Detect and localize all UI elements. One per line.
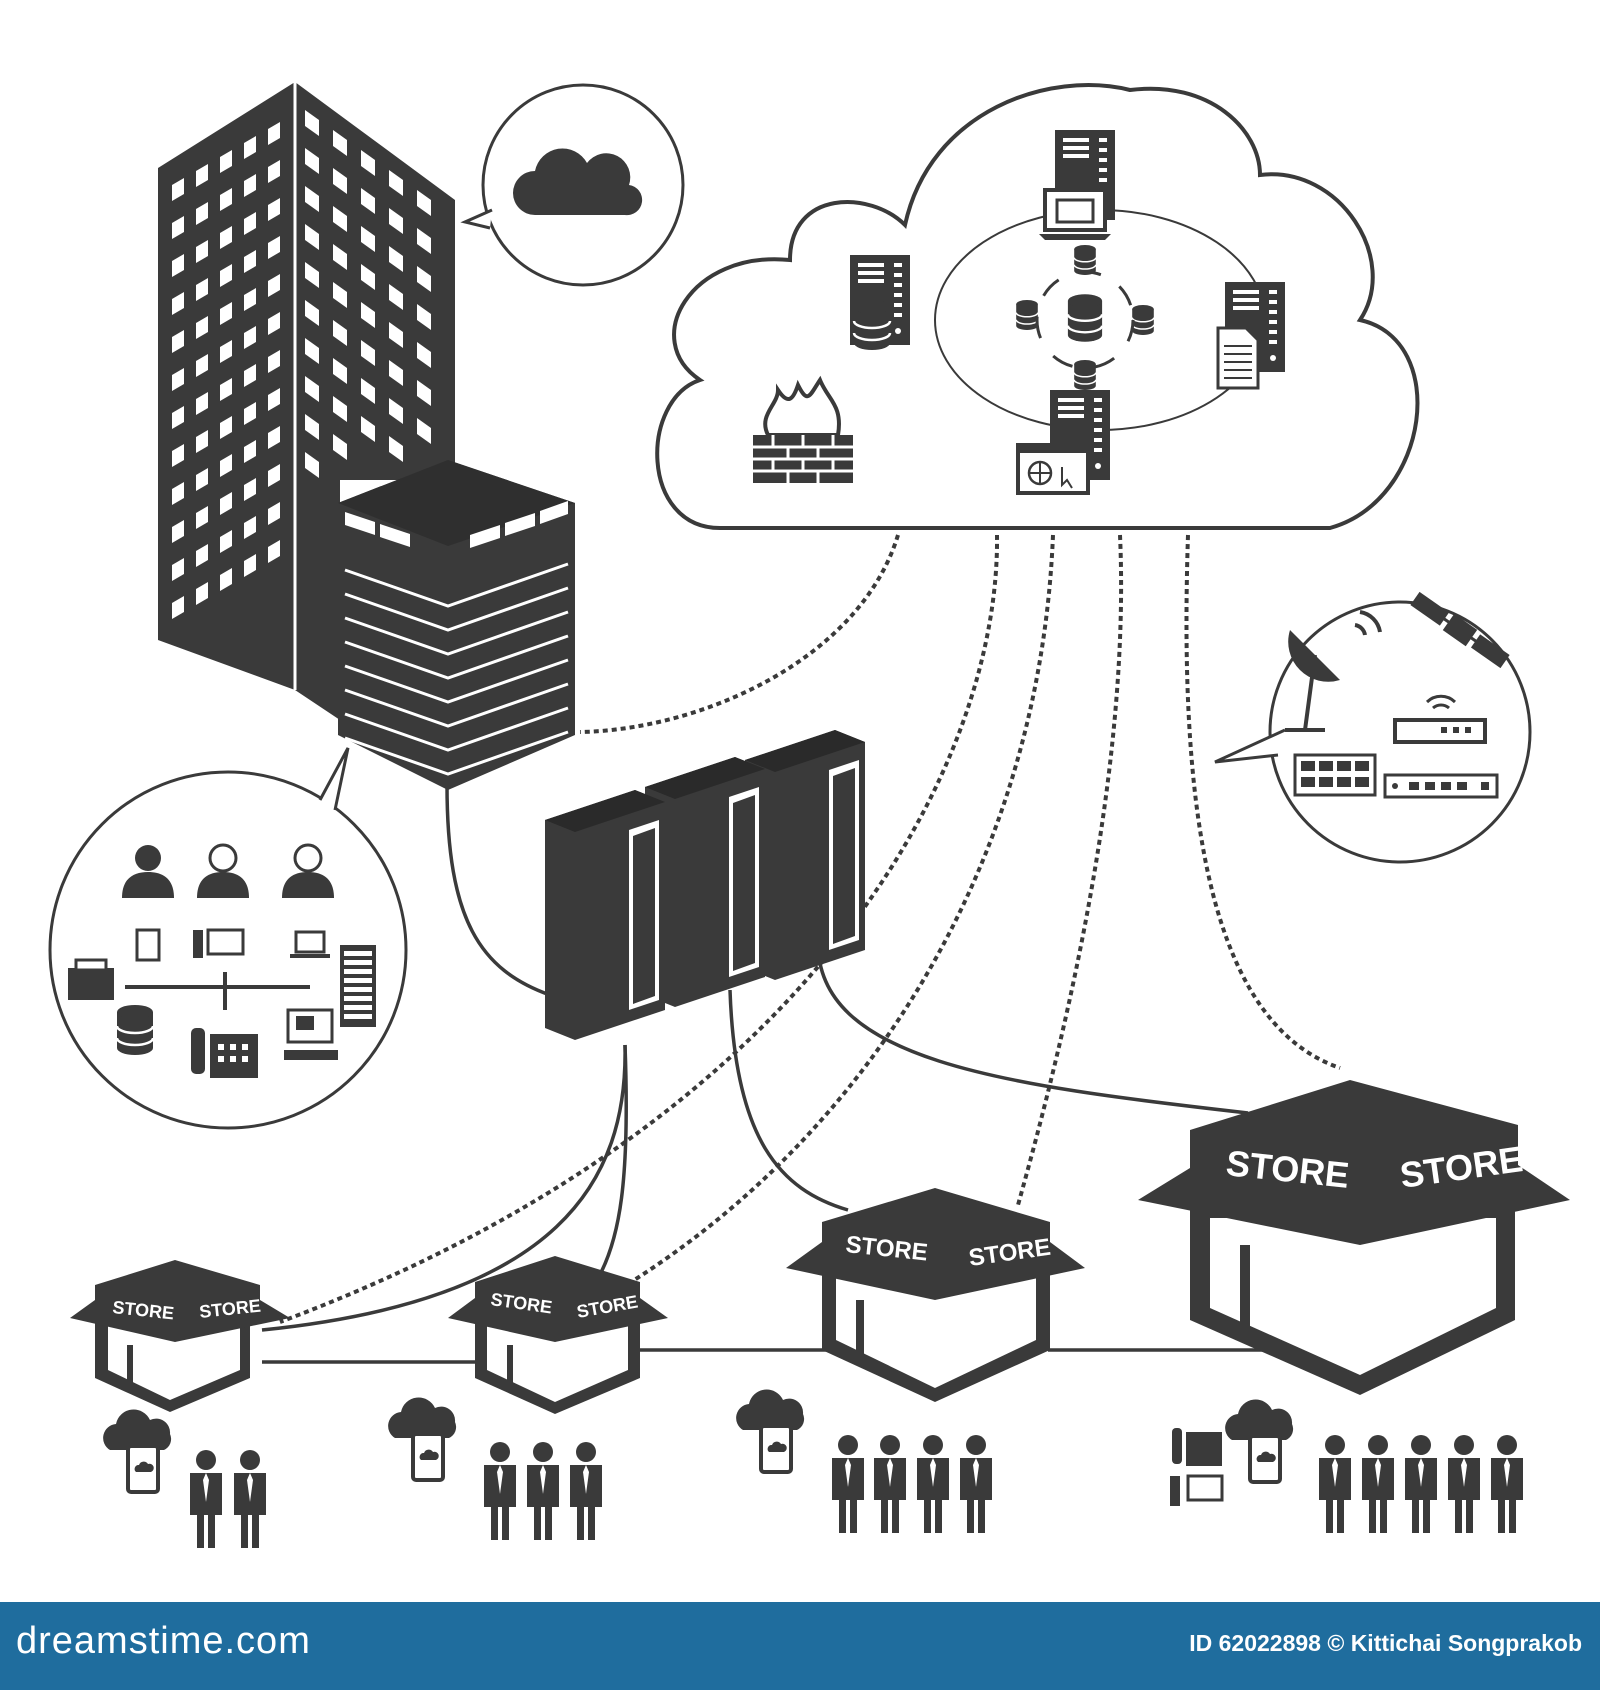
wifi-router-icon <box>1393 694 1487 744</box>
desktop-icon <box>193 928 245 958</box>
server-rack-icon <box>340 945 376 1027</box>
database-icon <box>115 1003 155 1057</box>
cloud-tablet-icon <box>734 1387 807 1474</box>
printer-icon <box>68 958 114 1000</box>
wireless-links <box>279 534 1341 1324</box>
data-center-building <box>338 460 575 790</box>
laptop-icon <box>1039 188 1111 240</box>
database-sync-icon <box>1015 244 1155 391</box>
store-4: STORE STORE <box>1138 1080 1570 1395</box>
server-racks <box>545 730 865 1040</box>
image-credit: ID 62022898 © Kittichai Songprakob <box>1189 1630 1582 1656</box>
user-icon <box>282 843 334 898</box>
satellite-icon <box>1410 591 1510 669</box>
telephone-icon <box>1172 1428 1222 1466</box>
tablet-icon <box>135 928 161 962</box>
site-logo[interactable]: dreamstime.com <box>16 1620 311 1662</box>
network-switch-icon <box>1383 773 1499 799</box>
footer-bar: dreamstime.com ID 62022898 © Kittichai S… <box>0 1602 1600 1690</box>
office-network-speech-bubble <box>48 747 408 1130</box>
cloud-tablet-icon <box>386 1395 459 1482</box>
cloud-speech-bubble <box>460 83 685 287</box>
patch-panel-icon <box>1293 753 1377 797</box>
cloud-services <box>655 83 1420 530</box>
telephone-icon <box>191 1028 258 1078</box>
cloud-tablet-icon <box>101 1407 174 1494</box>
cloud-tablet-icon <box>1223 1397 1296 1484</box>
workstation-icon <box>284 1008 338 1060</box>
store-3: STORE STORE <box>786 1188 1085 1402</box>
connection-lines <box>261 534 1341 1364</box>
document-icon <box>1216 326 1260 390</box>
wired-links <box>261 784 1278 1364</box>
desktop-icon <box>1170 1474 1224 1506</box>
satellite-dish-icon <box>1285 610 1382 732</box>
database-icon <box>852 298 892 352</box>
telecom-speech-bubble <box>1214 591 1532 864</box>
browser-window-icon <box>1016 443 1090 495</box>
cloud-icon <box>513 148 643 216</box>
store-2: STORE STORE <box>448 1256 668 1414</box>
user-icon <box>197 843 249 898</box>
store-1: STORE STORE <box>70 1260 290 1412</box>
firewall-icon <box>753 375 853 483</box>
office-building <box>158 82 455 720</box>
laptop-icon <box>290 930 330 958</box>
user-icon <box>122 845 174 898</box>
people-groups <box>101 1387 1523 1548</box>
